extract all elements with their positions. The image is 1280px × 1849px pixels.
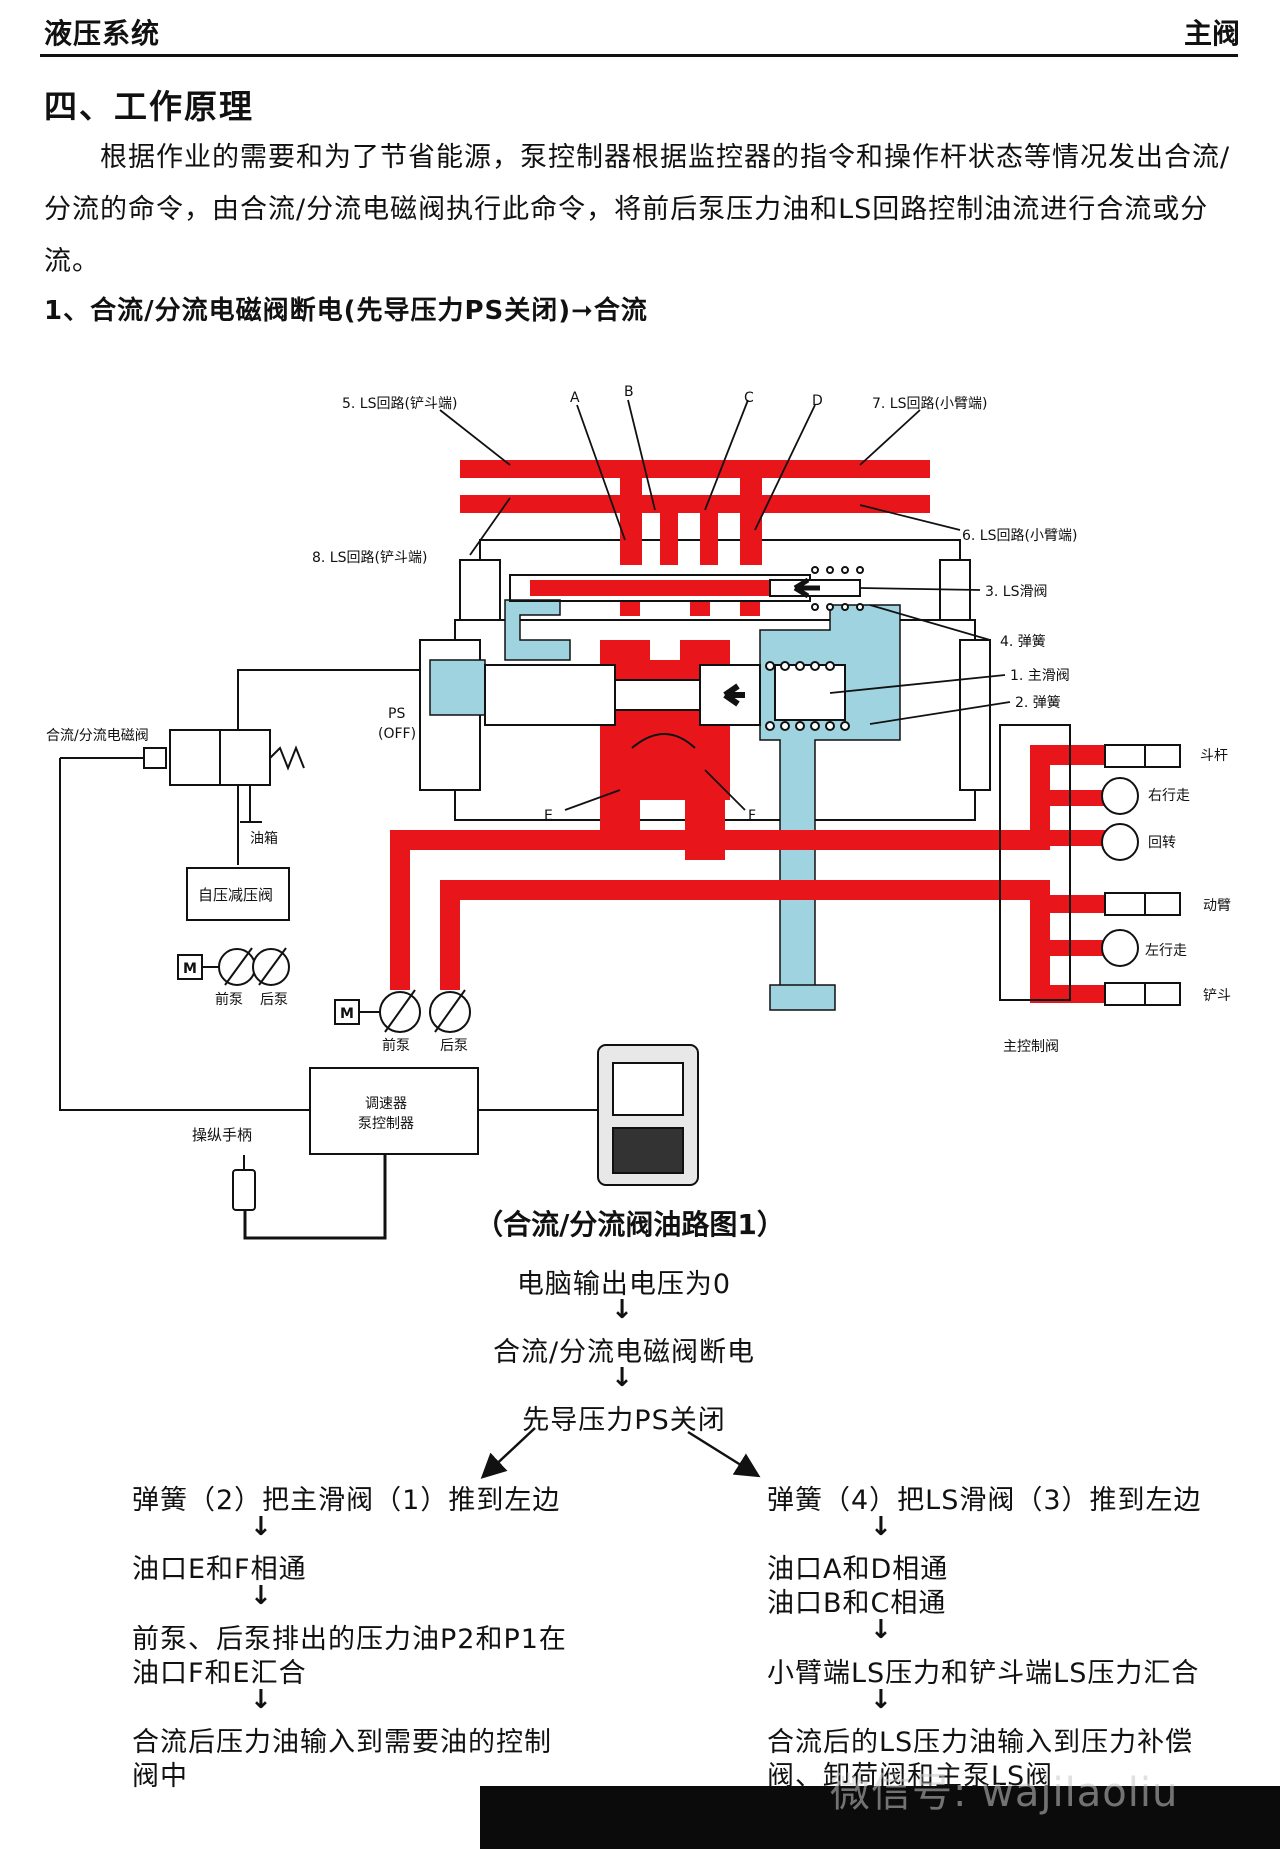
hydraulic-diagram: 5. LS回路(铲斗端) 7. LS回路(小臂端) 6. LS回路(小臂端) 8… bbox=[46, 384, 1231, 1240]
lever-line bbox=[243, 1154, 387, 1240]
header-section: 主阀 bbox=[1183, 17, 1240, 50]
right-arrow-2: ↓ bbox=[870, 1615, 892, 1645]
right-step-3: 小臂端LS压力和铲斗端LS压力汇合 bbox=[767, 1658, 1200, 1689]
actuators bbox=[1101, 744, 1181, 1006]
section-title: 四、工作原理 bbox=[44, 87, 254, 126]
label-motor-main: M bbox=[340, 1006, 354, 1022]
label-ls8: 8. LS回路(铲斗端) bbox=[312, 550, 427, 566]
label-ls-spool: 3. LS滑阀 bbox=[985, 583, 1048, 600]
label-port-d: D bbox=[812, 393, 823, 409]
flow-arrow-1: ↓ bbox=[611, 1295, 633, 1325]
joystick-icon bbox=[232, 1155, 256, 1211]
label-rear-pump-small: 后泵 bbox=[260, 992, 288, 1008]
label-right-travel: 右行走 bbox=[1148, 788, 1190, 804]
left-arrow-3: ↓ bbox=[250, 1685, 272, 1715]
label-left-travel: 左行走 bbox=[1145, 943, 1187, 959]
label-boom: 动臂 bbox=[1203, 898, 1231, 914]
flow-arc bbox=[631, 733, 696, 749]
label-lever: 操纵手柄 bbox=[192, 1126, 252, 1144]
label-controller-1: 调速器 bbox=[365, 1096, 407, 1112]
diagram-labels: 5. LS回路(铲斗端) 7. LS回路(小臂端) 6. LS回路(小臂端) 8… bbox=[312, 384, 1077, 824]
flow-step-3: 先导压力PS关闭 bbox=[522, 1405, 726, 1436]
label-swing: 回转 bbox=[1148, 835, 1176, 851]
label-ls6: 6. LS回路(小臂端) bbox=[962, 528, 1077, 544]
label-front-pump: 前泵 bbox=[382, 1037, 410, 1054]
solenoid-valve bbox=[59, 669, 420, 1111]
label-port-e: E bbox=[544, 808, 553, 824]
label-ls7: 7. LS回路(小臂端) bbox=[872, 396, 987, 412]
watermark-bar bbox=[480, 1786, 1280, 1849]
label-port-a: A bbox=[570, 390, 580, 406]
label-spring-4: 4. 弹簧 bbox=[1000, 634, 1046, 650]
label-port-b: B bbox=[624, 384, 634, 400]
right-arrow-3: ↓ bbox=[870, 1685, 892, 1715]
right-step-1: 弹簧（4）把LS滑阀（3）推到左边 bbox=[767, 1485, 1202, 1516]
leader-lines bbox=[439, 399, 1011, 811]
sub-heading: 1、合流/分流电磁阀断电(先导压力PS关闭)➞合流 bbox=[44, 296, 648, 326]
springs bbox=[765, 566, 864, 731]
header-divider bbox=[40, 54, 1238, 57]
flow-step-2: 合流/分流电磁阀断电 bbox=[492, 1337, 756, 1368]
flow-step-1: 电脑输出电压为0 bbox=[516, 1269, 732, 1300]
main-spool bbox=[484, 664, 846, 726]
diagram-caption: （合流/分流阀油路图1） bbox=[475, 1208, 785, 1241]
right-step-2a: 油口A和D相通 bbox=[767, 1554, 949, 1585]
label-main-spool: 1. 主滑阀 bbox=[1010, 667, 1070, 684]
monitor-icon bbox=[597, 1044, 699, 1186]
label-controller-2: 泵控制器 bbox=[358, 1116, 414, 1132]
header-title: 液压系统 bbox=[44, 17, 161, 50]
ls-spool bbox=[509, 574, 861, 602]
flow-arrow-2: ↓ bbox=[611, 1363, 633, 1393]
label-bucket: 铲斗 bbox=[1203, 988, 1231, 1004]
actuator-labels: 斗杆 右行走 回转 动臂 左行走 铲斗 bbox=[1145, 748, 1231, 1004]
pump-set-main bbox=[334, 989, 471, 1033]
label-port-c: C bbox=[744, 390, 754, 406]
left-arrow-2: ↓ bbox=[250, 1581, 272, 1611]
pump-set-small bbox=[177, 947, 290, 986]
left-step-4b: 阀中 bbox=[132, 1761, 188, 1792]
reducing-valve-box bbox=[186, 867, 290, 921]
left-step-3b: 油口F和E汇合 bbox=[132, 1658, 307, 1689]
label-ps-off: (OFF) bbox=[378, 726, 416, 742]
label-ps: PS bbox=[388, 706, 405, 722]
label-motor-small: M bbox=[183, 961, 197, 977]
left-step-3a: 前泵、后泵排出的压力油P2和P1在 bbox=[132, 1624, 567, 1655]
label-tank: 油箱 bbox=[250, 831, 278, 847]
right-step-4a: 合流后的LS压力油输入到压力补偿 bbox=[767, 1727, 1194, 1758]
right-step-2b: 油口B和C相通 bbox=[767, 1588, 947, 1619]
pump-controller-box bbox=[309, 1067, 479, 1155]
left-step-1: 弹簧（2）把主滑阀（1）推到左边 bbox=[132, 1485, 561, 1516]
label-solenoid: 合流/分流电磁阀 bbox=[46, 728, 149, 744]
label-rear-pump: 后泵 bbox=[440, 1038, 468, 1054]
label-spring-2: 2. 弹簧 bbox=[1015, 695, 1061, 711]
label-reducing-valve: 自压减压阀 bbox=[198, 886, 273, 904]
label-front-pump-small: 前泵 bbox=[215, 991, 243, 1008]
left-arrow-1: ↓ bbox=[250, 1512, 272, 1542]
watermark-text: 微信号: wajilaoliu bbox=[830, 1770, 1179, 1816]
intro-paragraph: 根据作业的需要和为了节省能源，泵控制器根据监控器的指令和操作杆状态等情况发出合流… bbox=[44, 142, 1231, 277]
left-step-4a: 合流后压力油输入到需要油的控制 bbox=[132, 1727, 552, 1758]
label-main-control-valve: 主控制阀 bbox=[1003, 1039, 1059, 1055]
label-ls5: 5. LS回路(铲斗端) bbox=[342, 396, 457, 412]
main-control-valve bbox=[999, 724, 1071, 1001]
right-arrow-1: ↓ bbox=[870, 1512, 892, 1542]
label-arm: 斗杆 bbox=[1200, 748, 1228, 764]
label-port-f: F bbox=[748, 808, 756, 824]
left-step-2: 油口E和F相通 bbox=[132, 1554, 307, 1585]
